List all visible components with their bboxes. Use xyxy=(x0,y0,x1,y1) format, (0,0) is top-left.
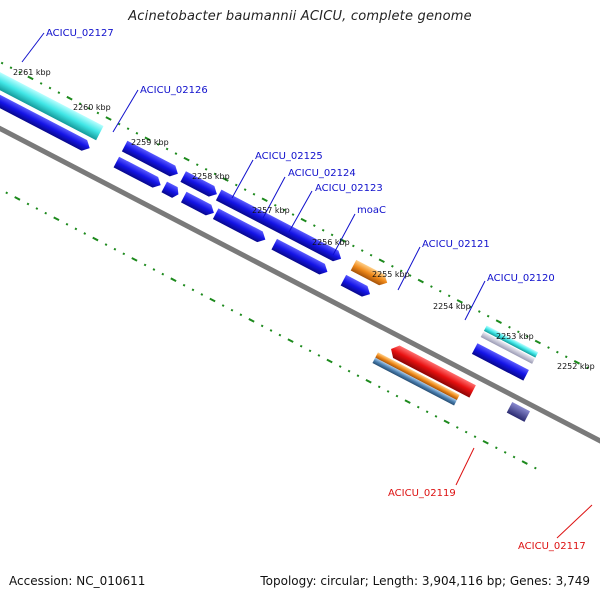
gene-acicu-02117-purple[interactable] xyxy=(506,401,531,422)
kbp-label: 2260 kbp xyxy=(73,103,111,112)
gene-short-blue-a[interactable] xyxy=(113,156,164,191)
kbp-tick-labels: 2261 kbp 2260 kbp 2259 kbp 2258 kbp 2257… xyxy=(13,68,595,371)
gene-label[interactable]: ACICU_02121 xyxy=(422,239,490,250)
gene-blue-e[interactable] xyxy=(340,274,373,299)
gene-right-cyan[interactable] xyxy=(483,325,539,358)
kbp-label: 2252 kbp xyxy=(557,362,595,371)
gene-label[interactable]: ACICU_02125 xyxy=(255,151,323,162)
map-title: Acinetobacter baumannii ACICU, complete … xyxy=(128,9,472,24)
accession-text: Accession: NC_010611 xyxy=(9,574,146,588)
gene-acicu-02118-red[interactable] xyxy=(388,343,476,398)
gene-labels: ACICU_02127 ACICU_02126 ACICU_02125 ACIC… xyxy=(46,28,586,552)
gene-moac[interactable] xyxy=(215,189,344,264)
gene-short-blue-c[interactable] xyxy=(180,191,217,218)
gene-right-blue[interactable] xyxy=(471,343,529,381)
kbp-label: 2257 kbp xyxy=(252,206,290,215)
gene-right-grey[interactable] xyxy=(480,331,535,364)
leader-lines xyxy=(21,32,593,539)
kbp-label: 2255 kbp xyxy=(372,270,410,279)
kbp-label: 2261 kbp xyxy=(13,68,51,77)
topology-text: Topology: circular; Length: 3,904,116 bp… xyxy=(260,574,590,588)
gene-acicu-02125[interactable] xyxy=(121,140,181,179)
gene-acicu-02119-steel[interactable] xyxy=(372,357,457,406)
gene-acicu-02119-orange[interactable] xyxy=(375,352,460,401)
kbp-label: 2258 kbp xyxy=(192,172,230,181)
gene-long-blue[interactable] xyxy=(0,82,92,154)
gene-label[interactable]: ACICU_02117 xyxy=(518,541,586,552)
gene-short-blue-b[interactable] xyxy=(161,181,181,200)
gene-label[interactable]: ACICU_02119 xyxy=(388,488,456,499)
gene-blue-d[interactable] xyxy=(271,238,330,277)
kbp-label: 2256 kbp xyxy=(312,238,350,247)
gene-label[interactable]: ACICU_02126 xyxy=(140,85,208,96)
genome-backbone xyxy=(0,89,600,455)
gene-lane-outer xyxy=(0,66,539,364)
gene-label[interactable]: moaC xyxy=(357,205,386,216)
gene-label[interactable]: ACICU_02120 xyxy=(487,273,555,284)
kbp-label: 2259 kbp xyxy=(131,138,169,147)
gene-acicu-02121[interactable] xyxy=(212,208,268,245)
gene-label[interactable]: ACICU_02123 xyxy=(315,183,383,194)
kbp-label: 2253 kbp xyxy=(496,332,534,341)
gene-label[interactable]: ACICU_02127 xyxy=(46,28,114,39)
inner-tick-row xyxy=(5,191,537,470)
gene-acicu-02120[interactable] xyxy=(350,259,390,288)
gene-lane-second xyxy=(0,82,529,381)
gene-lane-reverse xyxy=(372,343,531,422)
gene-label[interactable]: ACICU_02124 xyxy=(288,168,356,179)
kbp-label: 2254 kbp xyxy=(433,302,471,311)
outer-tick-row xyxy=(0,61,589,370)
gene-acicu-02126[interactable] xyxy=(0,66,104,141)
gene-acicu-02124[interactable] xyxy=(180,171,219,199)
